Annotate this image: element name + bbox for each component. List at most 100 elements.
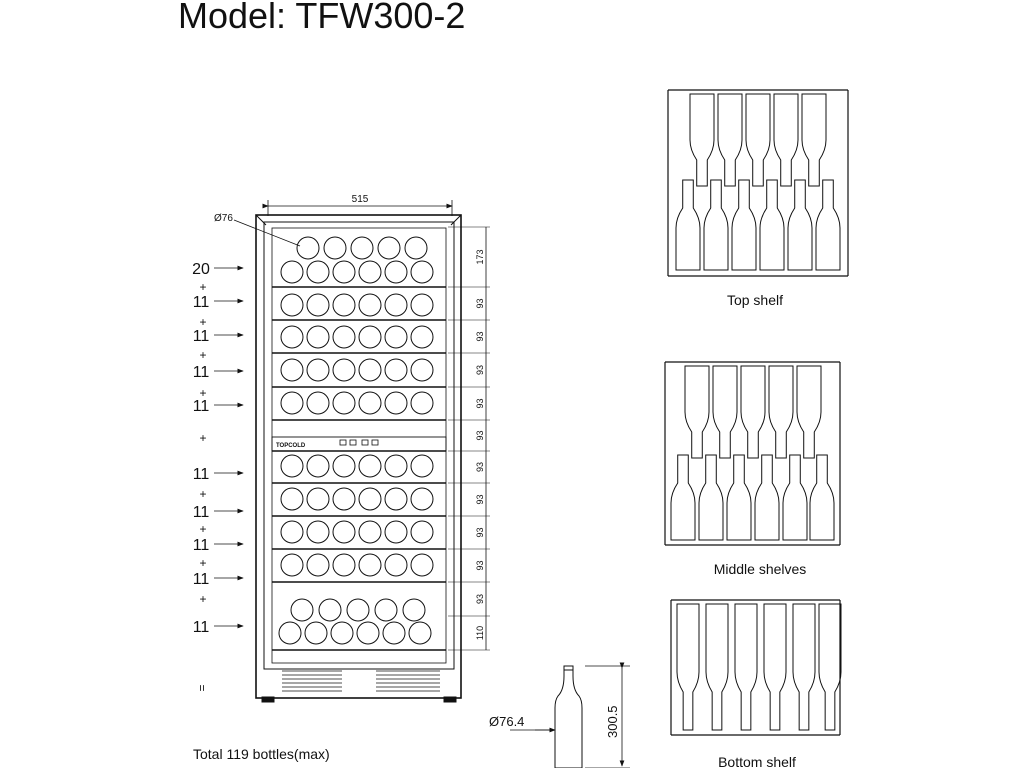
bottle-circle: [384, 358, 408, 382]
capacity-label: 11: [193, 328, 210, 345]
shelf-height-label: 93: [475, 494, 485, 504]
bottle-circle: [410, 358, 434, 382]
capacity-label: 11: [193, 364, 210, 381]
shelf-height-label: 110: [475, 626, 485, 640]
bottle-circle: [384, 391, 408, 415]
bottle-circle: [346, 598, 370, 622]
bottle-circle: [280, 454, 304, 478]
capacity-label: 11: [193, 466, 210, 483]
plus-sign: +: [199, 348, 206, 362]
brand-logo: TOPCOLD: [276, 443, 306, 449]
shelf-height-label: 93: [475, 398, 485, 408]
shelf-bottle: [675, 179, 701, 271]
bottle-circle: [384, 260, 408, 284]
shelf-height-label: 93: [475, 331, 485, 341]
bottle-circle: [410, 293, 434, 317]
bottle-circle: [384, 293, 408, 317]
shelf-bottle: [796, 365, 822, 459]
bottle-circle: [323, 236, 347, 260]
width-label: 515: [352, 194, 369, 205]
bottle-circle: [306, 487, 330, 511]
shelf-bottle: [689, 93, 715, 187]
shelf-height-label: 93: [475, 430, 485, 440]
total-bottles-label: Total 119 bottles(max): [193, 746, 330, 762]
bottle-circle: [332, 454, 356, 478]
bottle-circle: [280, 293, 304, 317]
bottle-circle: [358, 325, 382, 349]
shelf-bottle: [782, 454, 808, 541]
shelf-height-label: 93: [475, 365, 485, 375]
bottle-circle: [280, 553, 304, 577]
bottle-circle: [410, 487, 434, 511]
shelf-bottle: [754, 454, 780, 541]
bottle-circle: [280, 520, 304, 544]
shelf-bottle: [705, 603, 729, 731]
shelf-bottle: [676, 603, 700, 731]
cabinet-outline: [255, 214, 462, 699]
bottle-circle: [350, 236, 374, 260]
bottle-circle: [358, 293, 382, 317]
plus-sign: +: [199, 315, 206, 329]
shelf-bottle: [712, 365, 738, 459]
shelf-bottle: [809, 454, 835, 541]
plus-sign: +: [199, 386, 206, 400]
bottle-circle: [358, 454, 382, 478]
bottle-circle: [306, 553, 330, 577]
plus-sign: +: [199, 592, 206, 606]
bottle-circle: [332, 260, 356, 284]
capacity-label: 11: [193, 504, 210, 521]
cabinet-door: [263, 221, 455, 670]
bottle-circle: [306, 454, 330, 478]
page-title: Model: TFW300-2: [178, 0, 466, 36]
capacity-label: 20: [192, 261, 210, 278]
bottom-vents: [282, 670, 440, 692]
capacity-label: 11: [193, 537, 210, 554]
bottle-circle: [358, 260, 382, 284]
bottle-circle: [384, 325, 408, 349]
bottle-circle: [306, 260, 330, 284]
shelf-bottle: [740, 365, 766, 459]
shelf-height-label: 93: [475, 594, 485, 604]
bottle-circle: [384, 454, 408, 478]
capacity-label: 11: [193, 294, 210, 311]
shelf-bottle: [698, 454, 724, 541]
top-shelf-drawing: [667, 89, 849, 277]
shelf-bottle: [731, 179, 757, 271]
bottle-circle: [290, 598, 314, 622]
bottle-circle: [404, 236, 428, 260]
bottle-diameter-label: Ø76: [214, 213, 233, 224]
bottle-circle: [306, 358, 330, 382]
bottle-circle: [358, 553, 382, 577]
bottle-circle: [410, 260, 434, 284]
bottle-circle: [318, 598, 342, 622]
bottle-circle: [304, 621, 328, 645]
bottle-circle: [410, 553, 434, 577]
shelf-bottle: [787, 179, 813, 271]
equals-sign: =: [195, 684, 209, 691]
middle-shelves-caption: Middle shelves: [713, 561, 807, 577]
bottle-circle: [280, 358, 304, 382]
bottle-circle: [332, 325, 356, 349]
cabinet-shelves: [272, 286, 446, 651]
bottom-shelf-drawing: [670, 599, 842, 736]
bottle-circle: [384, 520, 408, 544]
control-icons: [339, 439, 379, 446]
capacity-label: 11: [193, 398, 210, 415]
shelf-bottle: [717, 93, 743, 187]
bottle-circle: [306, 325, 330, 349]
plus-sign: +: [199, 522, 206, 536]
shelf-bottle: [670, 454, 696, 541]
shelf-bottle: [801, 93, 827, 187]
shelf-bottle: [818, 603, 842, 731]
capacity-label: 11: [193, 619, 210, 636]
bottle-outline: [554, 665, 583, 768]
shelf-bottle: [684, 365, 710, 459]
plus-sign: +: [199, 487, 206, 501]
cabinet-foot-left: [261, 696, 275, 703]
plus-sign: +: [199, 556, 206, 570]
bottle-circle: [280, 325, 304, 349]
bottom-shelf-caption: Bottom shelf: [718, 754, 796, 770]
bottle-circle: [358, 520, 382, 544]
cabinet-foot-right: [443, 696, 457, 703]
